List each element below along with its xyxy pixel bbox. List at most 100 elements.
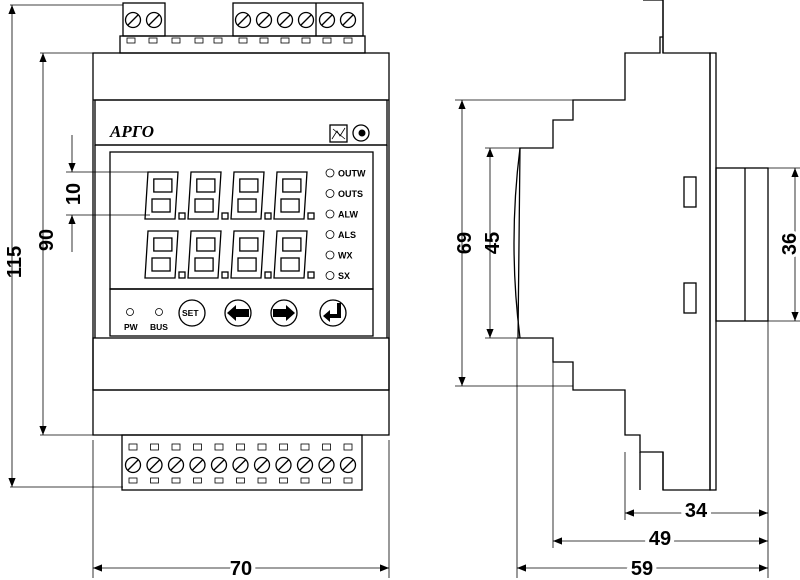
terminal-slot xyxy=(193,477,202,484)
terminal-screw-icon xyxy=(318,456,335,474)
terminal-slot xyxy=(236,443,245,451)
svg-text:SET: SET xyxy=(182,308,199,318)
left-button[interactable] xyxy=(224,299,252,327)
brand-logo: АРГО xyxy=(109,122,154,141)
terminal-slot xyxy=(300,443,310,451)
housing xyxy=(92,52,390,436)
dim-height-body: 90 xyxy=(36,229,58,251)
status-led-list: OUTW OUTS ALW ALS WX SX xyxy=(325,169,366,281)
terminal-slot xyxy=(300,477,310,484)
terminal-slot xyxy=(213,37,223,44)
led-display xyxy=(144,171,315,279)
right-button[interactable] xyxy=(270,299,298,327)
button-panel xyxy=(109,288,374,337)
svg-text:PW: PW xyxy=(124,322,139,332)
arrow-left-icon xyxy=(227,305,249,321)
terminal-screw-icon xyxy=(124,456,142,474)
seven-segment-digit xyxy=(187,230,229,279)
terminal-slot xyxy=(257,443,267,451)
terminal-slot xyxy=(279,477,288,484)
status-led-label: OUTS xyxy=(338,189,363,199)
terminal-screw-icon xyxy=(145,11,163,29)
dim-side-45: 45 xyxy=(482,232,504,254)
terminal-slot xyxy=(171,37,181,44)
terminal-screw-icon xyxy=(167,456,185,474)
terminal-slot xyxy=(236,477,245,484)
seven-segment-digit xyxy=(187,171,229,220)
terminal-screw-icon xyxy=(146,456,163,474)
terminal-screw-icon xyxy=(275,456,292,474)
terminal-slot xyxy=(322,443,331,451)
status-led-label: OUTW xyxy=(338,169,366,179)
terminal-slot xyxy=(301,37,311,44)
terminal-screw-icon xyxy=(232,456,249,474)
status-led: OUTW xyxy=(325,169,366,179)
terminal-slot xyxy=(150,443,159,451)
status-led: WX xyxy=(325,251,353,261)
seven-segment-digit xyxy=(273,230,315,279)
terminal-slot xyxy=(322,37,332,44)
dim-depth-49: 49 xyxy=(649,528,671,550)
arrow-right-icon xyxy=(273,305,295,321)
terminal-slot xyxy=(322,477,331,484)
indicator-bus: BUS xyxy=(150,308,168,332)
seven-segment-digit xyxy=(230,230,272,279)
enter-icon xyxy=(323,303,341,322)
side-slot xyxy=(683,282,697,314)
dim-depth-59: 59 xyxy=(631,558,653,580)
top-terminal-block xyxy=(119,2,366,54)
status-led-label: WX xyxy=(338,251,353,261)
seven-segment-digit xyxy=(230,171,272,220)
terminal-slot xyxy=(343,443,353,451)
side-dimensions: 69 45 36 34 49 59 xyxy=(454,99,800,580)
terminal-slot xyxy=(238,37,248,44)
status-led: ALS xyxy=(325,230,356,240)
enter-button[interactable] xyxy=(319,299,347,327)
bottom-terminal-block xyxy=(121,434,363,491)
certification-icon xyxy=(329,124,348,143)
terminal-screw-icon xyxy=(253,456,271,474)
terminal-slot xyxy=(343,477,353,484)
seven-segment-digit xyxy=(144,171,186,220)
status-led: SX xyxy=(325,271,350,281)
terminal-slot xyxy=(257,477,267,484)
seven-segment-digit xyxy=(273,171,315,220)
dim-width: 70 xyxy=(230,558,252,580)
status-led: ALW xyxy=(325,210,359,220)
terminal-screw-icon xyxy=(297,11,315,29)
dim-rail-36: 36 xyxy=(779,233,800,255)
terminal-screw-icon xyxy=(318,11,336,29)
set-button[interactable]: SET xyxy=(178,299,206,327)
status-led-label: SX xyxy=(338,271,350,281)
dim-digit-height: 10 xyxy=(63,183,85,205)
terminal-slot xyxy=(343,37,353,44)
terminal-slot xyxy=(259,37,269,44)
terminal-slot xyxy=(126,37,136,44)
terminal-screw-icon xyxy=(339,456,357,474)
terminal-screw-icon xyxy=(276,11,294,29)
terminal-slot xyxy=(214,477,224,484)
terminal-slot xyxy=(150,477,159,484)
dim-side-69: 69 xyxy=(454,232,476,254)
side-view xyxy=(513,0,769,491)
din-rail xyxy=(715,167,769,322)
terminal-screw-icon xyxy=(296,456,314,474)
status-led-label: ALS xyxy=(338,230,356,240)
terminal-screw-icon xyxy=(234,11,252,29)
terminal-slot xyxy=(194,37,204,44)
svg-text:BUS: BUS xyxy=(150,322,168,332)
dim-height-total: 115 xyxy=(4,246,26,278)
terminal-screw-icon xyxy=(210,456,228,474)
terminal-slot xyxy=(128,477,138,484)
eac-mark-icon xyxy=(352,124,370,142)
terminal-slot xyxy=(193,443,202,451)
terminal-slot xyxy=(148,37,158,44)
terminal-slot xyxy=(171,477,181,484)
side-slot xyxy=(683,176,697,208)
dim-depth-34: 34 xyxy=(685,500,708,522)
front-dimensions: 115 90 10 70 xyxy=(4,4,390,580)
terminal-slot xyxy=(214,443,224,451)
terminal-slot xyxy=(279,443,288,451)
